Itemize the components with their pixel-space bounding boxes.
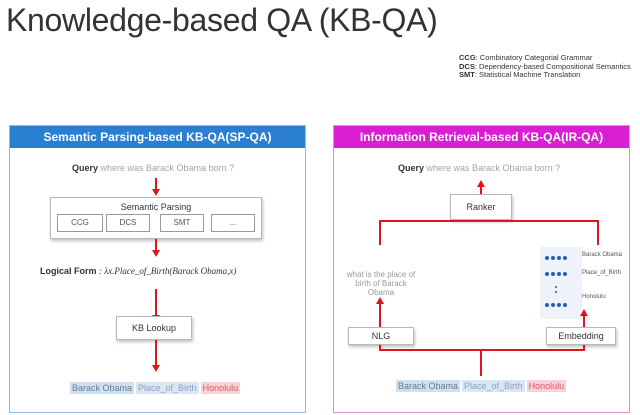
ranker-left-line — [379, 220, 381, 245]
embedding-label-entity: Barack Obama — [582, 252, 623, 258]
arrow-head — [580, 309, 588, 316]
embedding-dot — [545, 303, 549, 307]
embedding-box: Embedding — [546, 327, 616, 345]
sp-qa-header: Semantic Parsing-based KB-QA(SP-QA) — [10, 126, 305, 148]
answer-relation: Place_of_Birth — [462, 380, 525, 392]
legend-item-smt: SMT: Statistical Machine Translation — [459, 70, 581, 79]
abbreviation-legend: CCG: Combinatory Categorial Grammar DCS:… — [459, 53, 639, 80]
bottom-connector — [379, 349, 585, 351]
ir-query: Query where was Barack Obama born ? — [398, 163, 561, 173]
embedding-dot — [545, 256, 549, 260]
ranker-loop-line — [379, 220, 599, 222]
semantic-parsing-label: Semantic Parsing — [120, 202, 192, 212]
method-ellipsis: ... — [211, 214, 255, 232]
embedding-dot — [563, 272, 567, 276]
ir-query-text: where was Barack Obama born ? — [426, 163, 561, 173]
arrow-line — [480, 349, 482, 376]
sp-query-text: where was Barack Obama born ? — [100, 163, 235, 173]
arrow-line — [155, 289, 157, 317]
embedding-dot — [545, 272, 549, 276]
legend-item-dcs: DCS: Dependency-based Compositional Sema… — [459, 61, 631, 71]
embedding-dot — [551, 256, 555, 260]
sp-qa-panel: Semantic Parsing-based KB-QA(SP-QA) Quer… — [9, 125, 306, 413]
embedding-dot — [557, 303, 561, 307]
bottom-left-riser — [379, 345, 381, 351]
arrow-line — [155, 340, 157, 367]
ir-qa-header: Information Retrieval-based KB-QA(IR-QA) — [334, 126, 629, 148]
method-ccg: CCG — [57, 214, 103, 232]
embedding-dot — [551, 272, 555, 276]
answer-value: Honolulu — [526, 380, 567, 392]
arrow-head — [152, 365, 160, 372]
ir-answer: Barack Obama Place_of_Birth Honolulu — [396, 380, 567, 392]
embedding-dot — [563, 256, 567, 260]
arrow-head — [477, 180, 485, 187]
arrow-line — [379, 300, 381, 327]
sp-query: Query where was Barack Obama born ? — [72, 163, 235, 173]
kb-lookup-box: KB Lookup — [116, 316, 192, 340]
embedding-dot — [551, 303, 555, 307]
arrow-line — [155, 178, 157, 190]
embedding-label-relation: Place_of_Birth — [582, 270, 622, 276]
method-smt: SMT — [160, 214, 204, 232]
nlg-box: NLG — [348, 327, 414, 345]
legend-item-ccg: CCG: Combinatory Categorial Grammar — [459, 53, 593, 62]
answer-value: Honolulu — [200, 382, 241, 394]
sp-answer: Barack Obama Place_of_Birth Honolulu — [70, 382, 241, 394]
embedding-dot — [557, 256, 561, 260]
logical-form: Logical Form : λx.Place_of_Birth(Barack … — [40, 266, 237, 276]
nlg-generated-text: what is the place of birth of Barack Oba… — [346, 270, 416, 297]
answer-entity: Barack Obama — [70, 382, 135, 394]
page-title: Knowledge-based QA (KB-QA) — [6, 2, 438, 38]
embedding-dot — [563, 303, 567, 307]
arrow-line — [480, 183, 482, 194]
ranker-box: Ranker — [450, 194, 512, 220]
embedding-dot — [557, 272, 561, 276]
arrow-line — [583, 312, 585, 327]
bottom-right-riser — [583, 345, 585, 351]
answer-entity: Barack Obama — [396, 380, 461, 392]
embedding-dot — [555, 286, 557, 288]
arrow-line — [155, 239, 157, 252]
embedding-dot — [555, 291, 557, 293]
embedding-label-value: Honolulu — [582, 294, 606, 300]
answer-relation: Place_of_Birth — [136, 382, 199, 394]
arrow-head — [376, 297, 384, 304]
arrow-head — [152, 250, 160, 257]
ranker-right-line — [597, 220, 599, 245]
method-dcs: DCS — [106, 214, 150, 232]
arrow-head — [152, 189, 160, 196]
